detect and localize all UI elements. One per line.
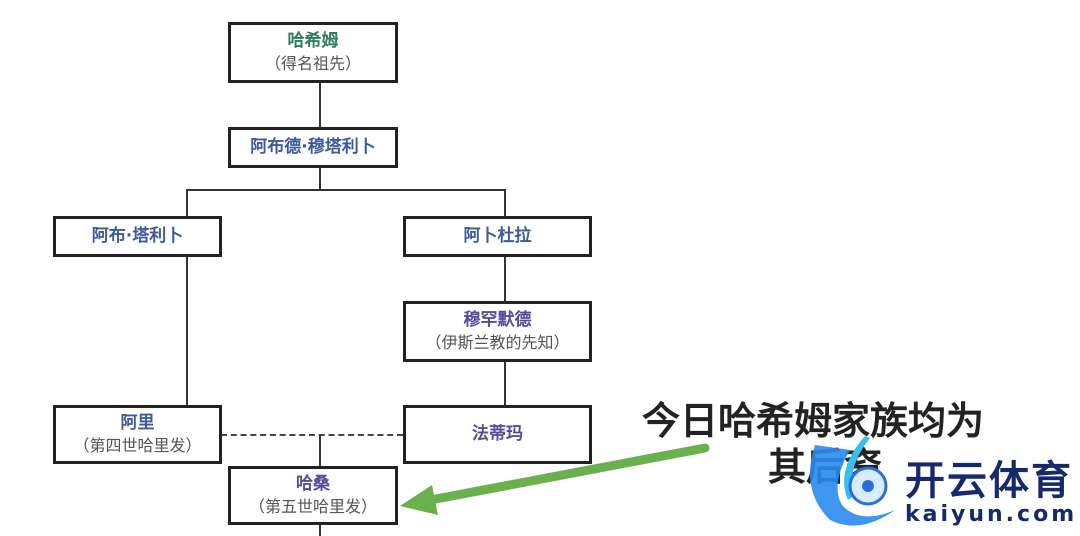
annotation-line1: 今日哈希姆家族均为 <box>642 399 985 443</box>
connector <box>186 189 506 191</box>
watermark-cn: 开云体育 <box>905 458 1073 504</box>
marriage-line <box>221 434 403 436</box>
node-muhammad: 穆罕默德 （伊斯兰教的先知） <box>403 301 592 362</box>
connector <box>504 361 506 405</box>
node-abdullah: 阿卜杜拉 <box>403 216 592 257</box>
node-abu-talib: 阿布·塔利卜 <box>53 216 222 257</box>
node-name: 阿布·塔利卜 <box>91 226 184 247</box>
connector <box>186 256 188 405</box>
node-fatima: 法蒂玛 <box>403 405 592 464</box>
connector <box>319 435 321 466</box>
node-note: （第四世哈里发） <box>73 436 202 456</box>
node-hasan: 哈桑 （第五世哈里发） <box>228 466 398 525</box>
connector <box>319 524 321 536</box>
node-name: 哈桑 <box>296 474 330 495</box>
node-name: 哈希姆 <box>287 31 339 52</box>
node-hashim: 哈希姆 （得名祖先） <box>228 22 398 83</box>
node-name: 阿卜杜拉 <box>463 226 532 247</box>
node-abd-al-muttalib: 阿布德·穆塔利卜 <box>228 127 398 168</box>
node-name: 法蒂玛 <box>472 424 523 445</box>
node-note: （得名祖先） <box>264 54 361 74</box>
node-name: 穆罕默德 <box>463 310 532 331</box>
connector <box>504 256 506 301</box>
connector <box>319 82 321 127</box>
connector <box>504 189 506 216</box>
node-name: 阿里 <box>120 413 155 434</box>
connector <box>319 167 321 190</box>
watermark-en: kaiyun.com <box>905 502 1078 527</box>
watermark: 开云体育 kaiyun.com <box>905 448 1077 527</box>
node-note: （伊斯兰教的先知） <box>425 333 570 353</box>
connector <box>186 189 188 216</box>
node-note: （第五世哈里发） <box>248 497 377 517</box>
node-name: 阿布德·穆塔利卜 <box>250 137 376 158</box>
node-ali: 阿里 （第四世哈里发） <box>53 405 222 464</box>
